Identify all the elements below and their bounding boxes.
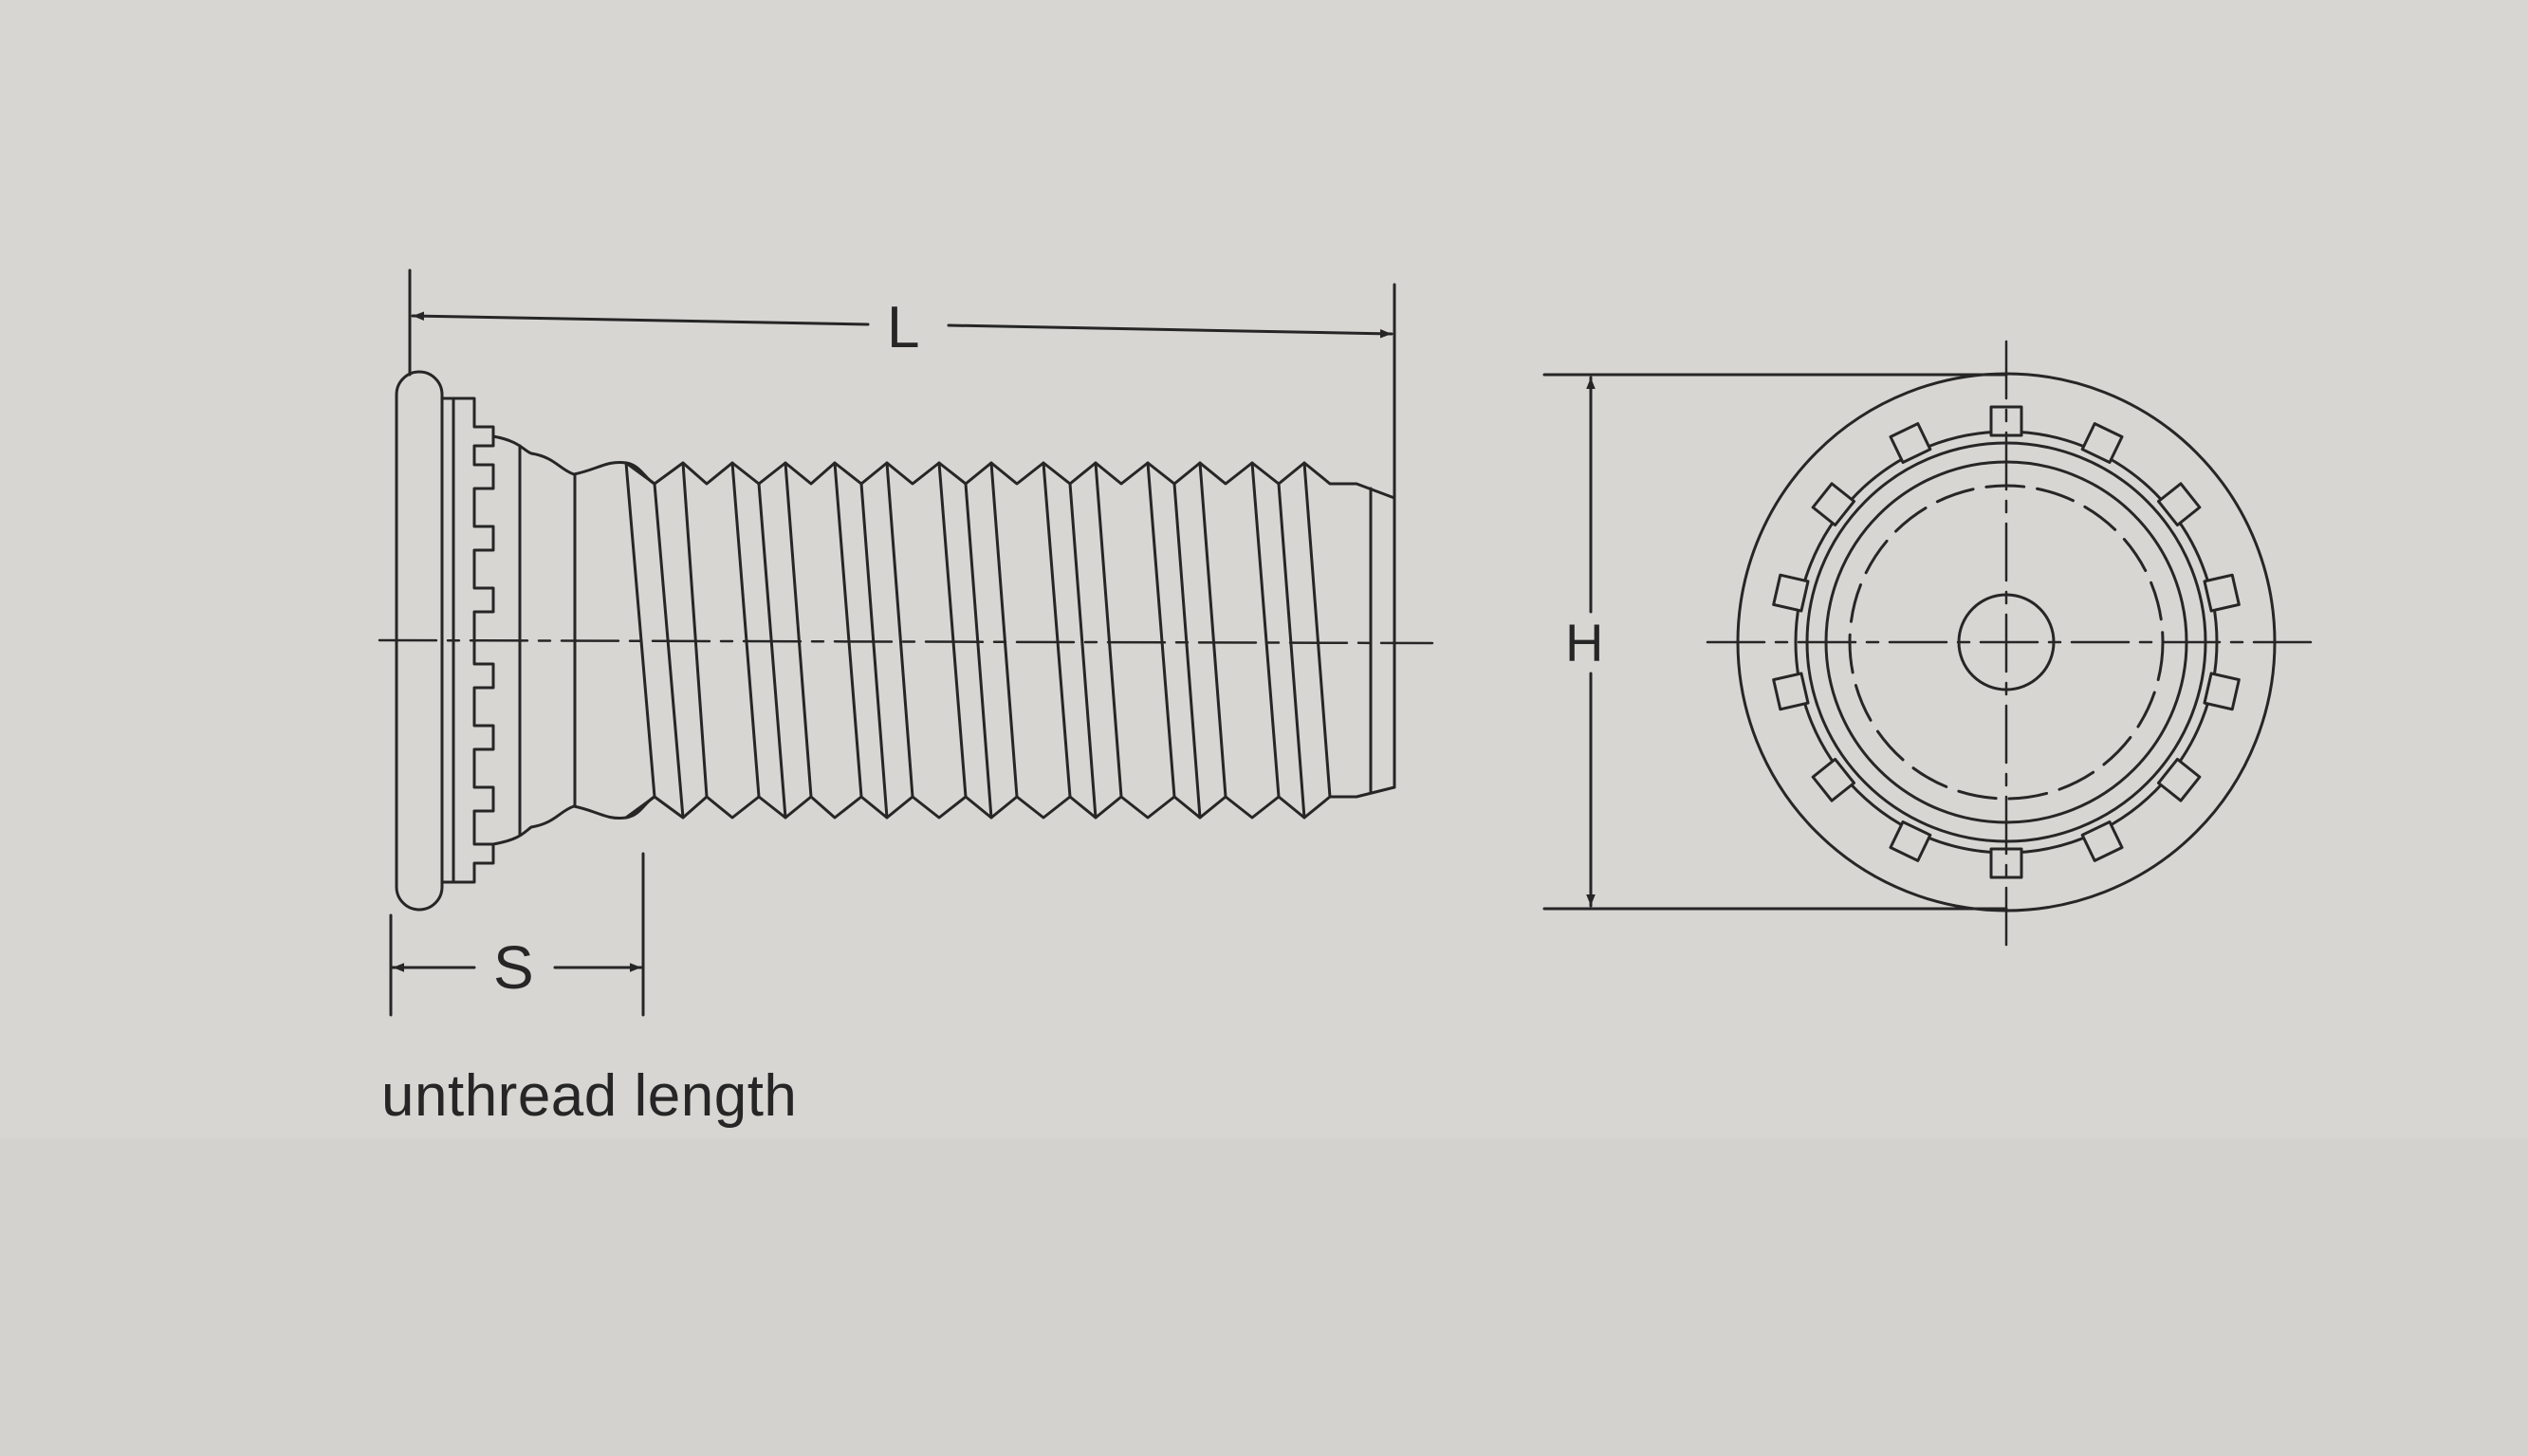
dimension-line-L-right: [947, 323, 1393, 339]
end-view-knurl-teeth: [1772, 405, 2241, 879]
caption-unthread-length: unthread length: [381, 1063, 798, 1129]
dimension-label-length: L: [887, 295, 920, 360]
dimension-line-L-left: [411, 311, 870, 326]
knurl-tooth: [1772, 573, 1810, 613]
knurl-tooth: [1811, 757, 1856, 802]
neck-top-profile: [491, 434, 576, 476]
knurl-tooth: [2156, 482, 2202, 527]
head-knurl-teeth: [440, 396, 495, 884]
paper-shadow: [0, 1138, 2528, 1456]
neck-bottom-profile: [491, 804, 576, 846]
knurl-tooth: [1811, 482, 1856, 527]
dimension-label-unthread: S: [493, 933, 534, 1002]
knurl-tooth: [1772, 672, 1810, 711]
thread-helix-lines: [624, 461, 1332, 820]
side-view: [378, 268, 1434, 1017]
end-view: [1542, 340, 2316, 950]
thread-bottom-profile: [624, 785, 1396, 820]
knurl-tooth: [2156, 757, 2202, 802]
side-view-centerline: [378, 638, 1434, 645]
knurl-tooth: [1889, 820, 1932, 862]
dimension-label-head-diameter: H: [1565, 613, 1604, 673]
knurl-tooth: [2080, 422, 2124, 465]
knurl-tooth: [2203, 672, 2241, 711]
thread-top-profile: [624, 461, 1396, 500]
knurl-tooth: [1889, 422, 1932, 465]
knurl-tooth: [2080, 820, 2124, 862]
knurl-tooth: [2203, 573, 2241, 613]
